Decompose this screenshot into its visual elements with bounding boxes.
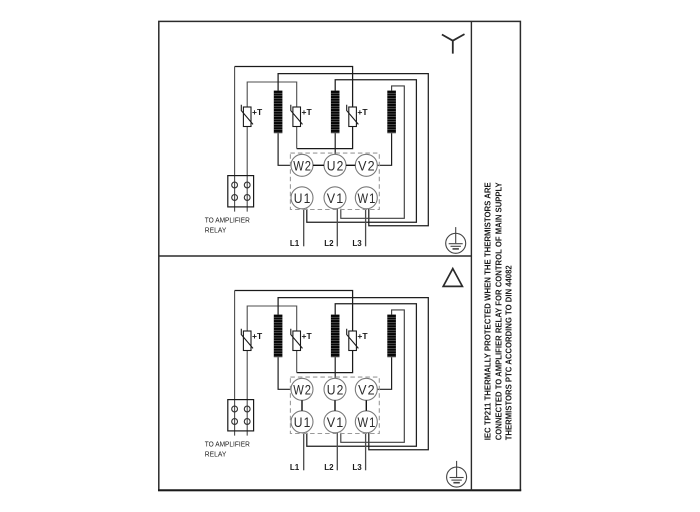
svg-text:CONNECTED TO AMPLIFIER RELAY F: CONNECTED TO AMPLIFIER RELAY FOR CONTROL… <box>495 182 504 441</box>
svg-text:THERMISTORS PTC ACCORDING TO D: THERMISTORS PTC ACCORDING TO DIN 44082 <box>505 265 514 441</box>
svg-text:IEC TP211 THERMALLY PROTECTED: IEC TP211 THERMALLY PROTECTED WHEN THE T… <box>484 182 493 441</box>
